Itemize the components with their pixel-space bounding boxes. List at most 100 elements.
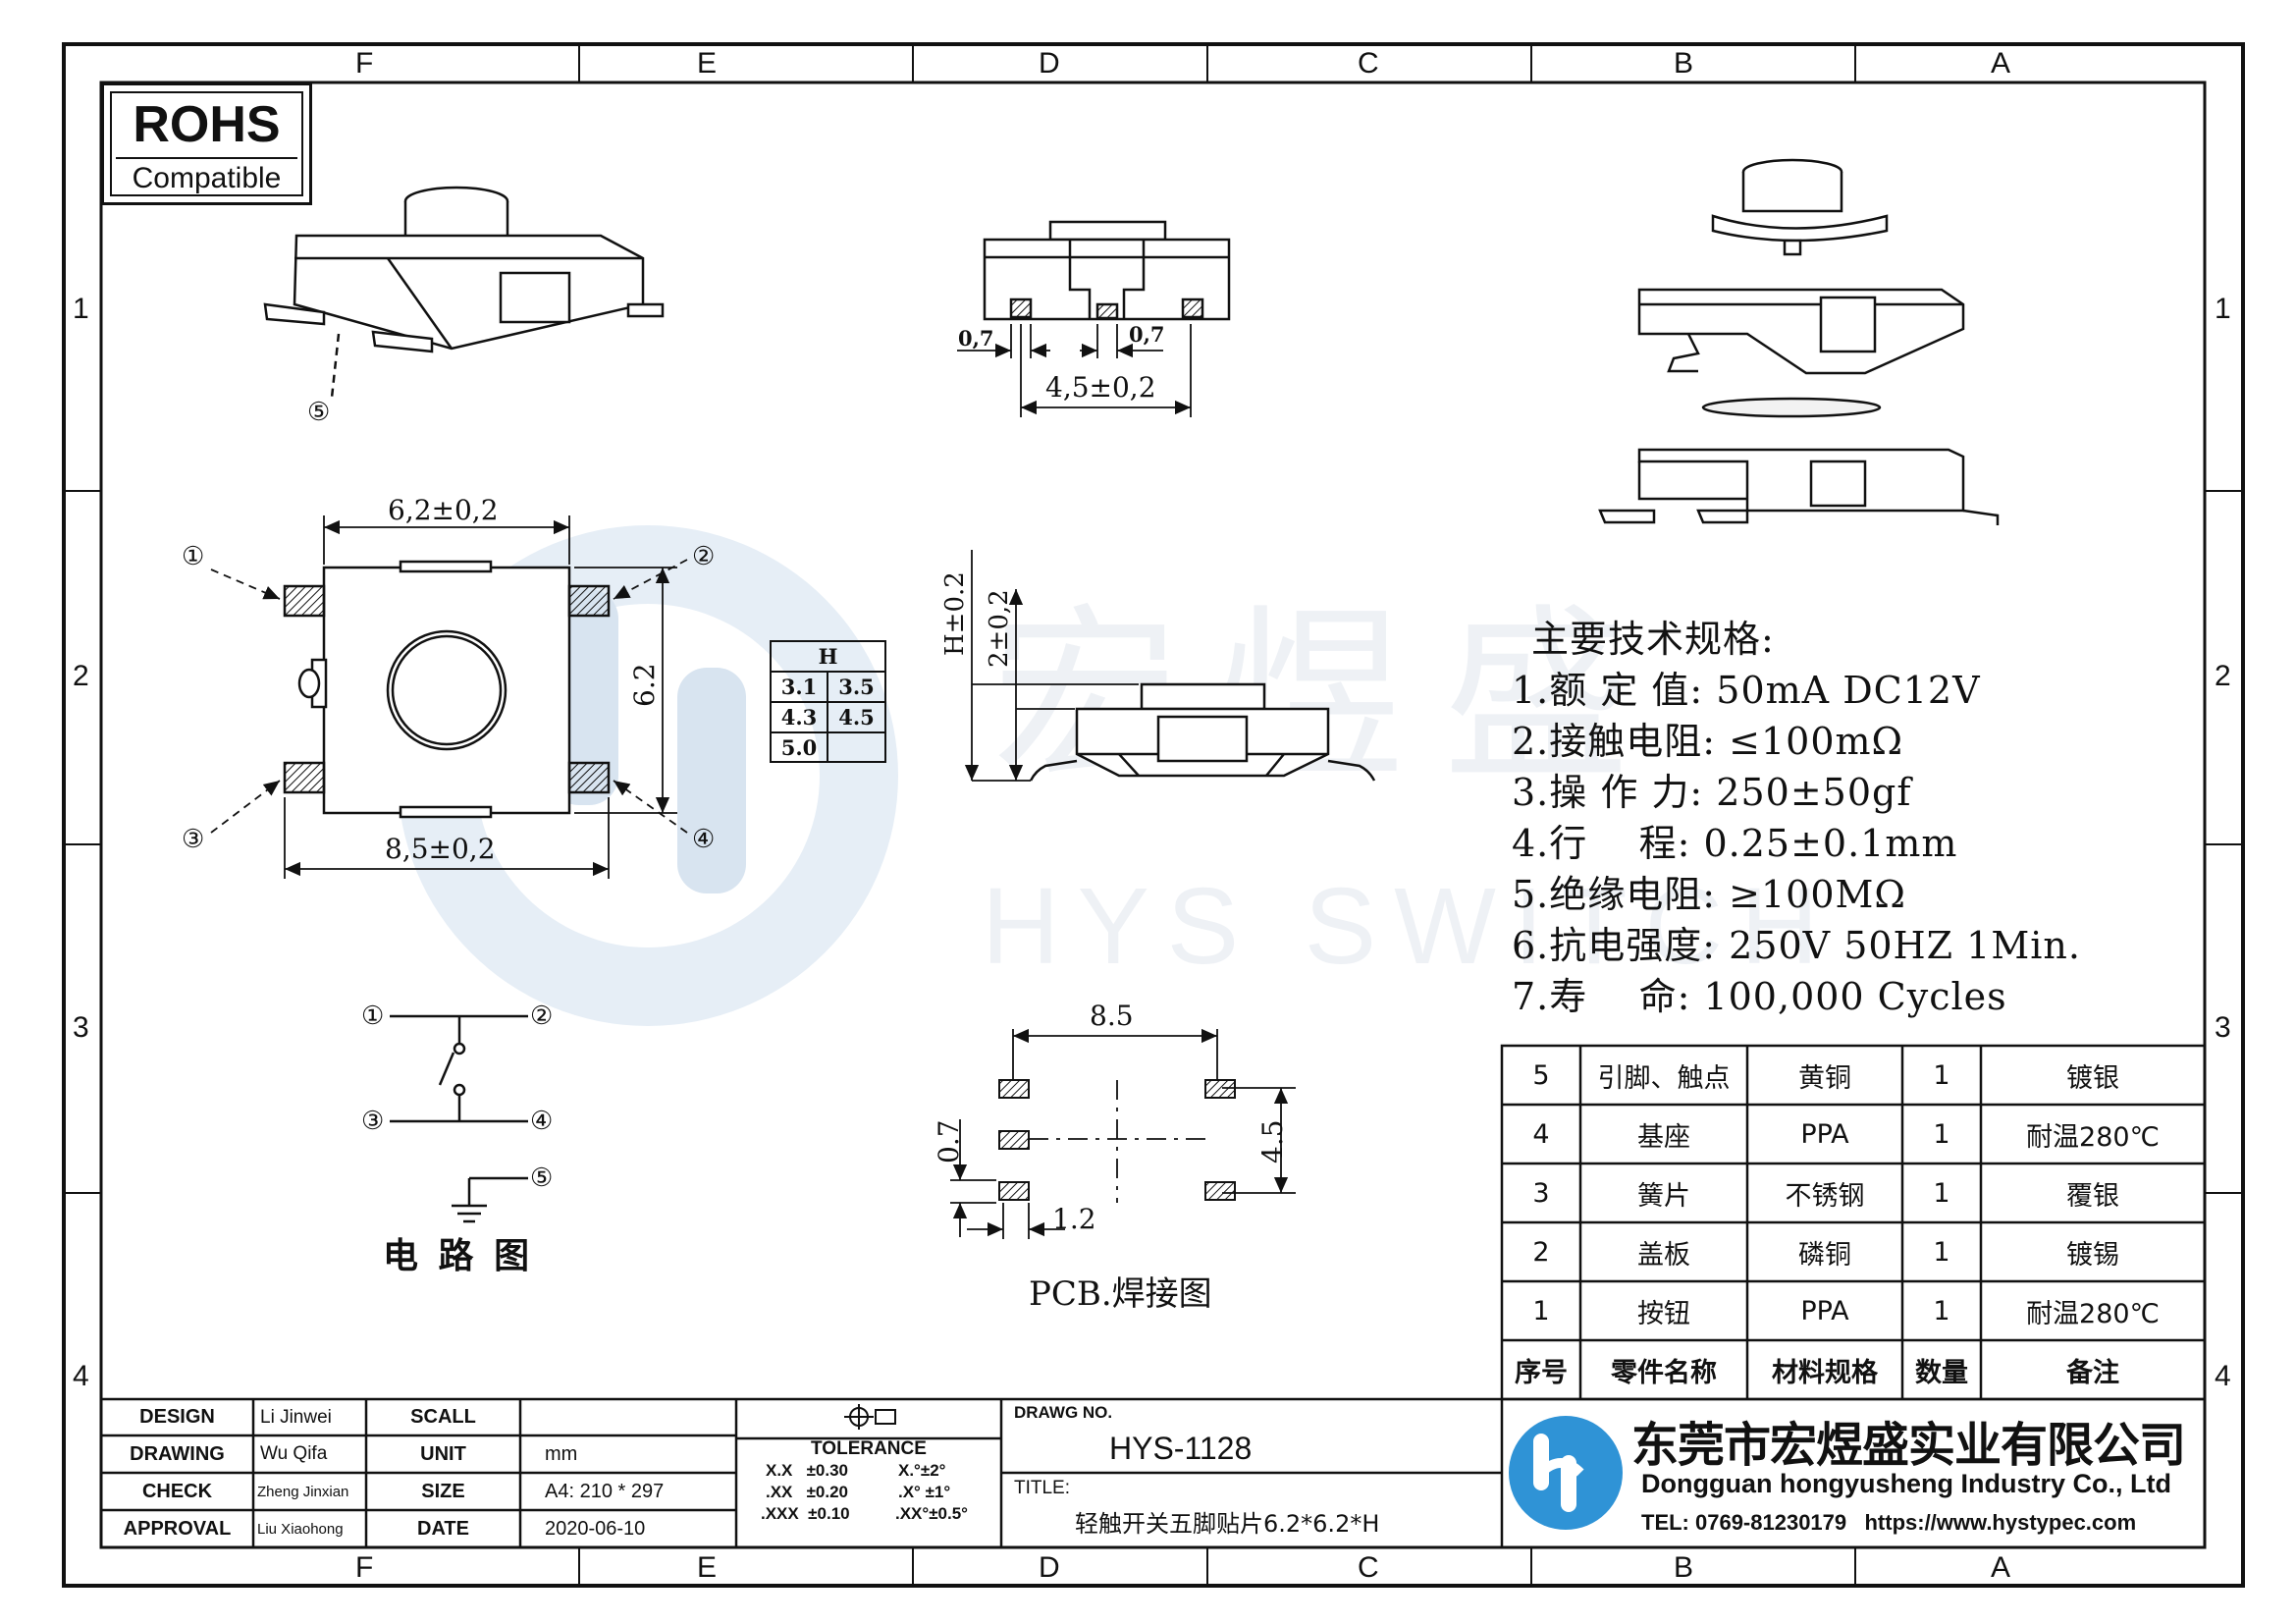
top-dim-width: 6,2±0,2 xyxy=(388,494,499,526)
pcb-dim-span: 8.5 xyxy=(1090,1000,1134,1032)
tb-role: APPROVAL xyxy=(123,1517,232,1540)
tb-name: Wu Qifa xyxy=(260,1443,328,1464)
zone-left-3: 3 xyxy=(73,1011,89,1044)
bom-cell-note: 镀锡 xyxy=(2066,1239,2119,1271)
bom-cell-material: 不锈钢 xyxy=(1785,1180,1865,1212)
exploded-view xyxy=(1598,158,2000,525)
top-pin-3: ③ xyxy=(182,825,205,854)
pcb-dim-pitch: 0.7 xyxy=(933,1119,965,1164)
spec-line: 5.绝缘电阻: ≥100MΩ xyxy=(1512,873,1906,916)
bom-cell-note: 耐温280℃ xyxy=(2026,1121,2160,1153)
circuit-pin-5: ⑤ xyxy=(530,1164,554,1193)
spec-line: 3.操 作 力: 250±50gf xyxy=(1512,771,1912,814)
front-dim-span: 4,5±0,2 xyxy=(1045,371,1156,404)
tolerance-label: TOLERANCE xyxy=(811,1438,927,1459)
bom-cell-material: 磷铜 xyxy=(1798,1239,1851,1271)
zone-top-c: C xyxy=(1358,47,1379,80)
bom-cell-no: 3 xyxy=(1532,1177,1550,1209)
bom-header-note: 备注 xyxy=(2066,1357,2119,1388)
zone-bottom-e: E xyxy=(697,1551,718,1584)
tolerance-right: .XX°±0.5° xyxy=(895,1504,968,1523)
zone-left-4: 4 xyxy=(73,1360,89,1392)
zone-bottom-a: A xyxy=(1991,1551,2011,1584)
bom-cell-no: 1 xyxy=(1532,1295,1550,1326)
bom-cell-qty: 1 xyxy=(1933,1118,1950,1150)
bom-cell-note: 耐温280℃ xyxy=(2026,1298,2160,1329)
spec-line: 4.行 程: 0.25±0.1mm xyxy=(1512,822,1958,865)
drawing-title: 轻触开关五脚贴片6.2*6.2*H xyxy=(1075,1509,1380,1538)
zone-top-f: F xyxy=(355,47,374,80)
circuit-pin-4: ④ xyxy=(530,1107,554,1136)
spec-line: 2.接触电阻: ≤100mΩ xyxy=(1512,720,1904,763)
pcb-dim-pad: 1.2 xyxy=(1052,1203,1096,1235)
bom-cell-qty: 1 xyxy=(1933,1059,1950,1091)
h-table-cell: 4.5 xyxy=(838,705,875,730)
circuit-diagram xyxy=(390,1014,528,1223)
h-table-cell: 3.5 xyxy=(838,675,875,699)
top-pin-1: ① xyxy=(182,542,205,571)
bom-header-name: 零件名称 xyxy=(1611,1357,1717,1388)
tb-name: Liu Xiaohong xyxy=(257,1520,344,1538)
tolerance-left: .XXX ±0.10 xyxy=(761,1504,850,1523)
zone-bottom-f: F xyxy=(355,1551,374,1584)
bom-cell-material: PPA xyxy=(1800,1295,1849,1326)
zone-right-4: 4 xyxy=(2215,1360,2231,1392)
bom-cell-name: 按钮 xyxy=(1637,1298,1690,1329)
title-block-grid xyxy=(99,1397,2207,1549)
tb-value: mm xyxy=(545,1442,578,1465)
top-pin-4: ④ xyxy=(692,825,716,854)
company-contact: TEL: 0769-81230179 https://www.hystypec.… xyxy=(1641,1510,2137,1535)
title-label: TITLE: xyxy=(1014,1478,1071,1498)
tb-key: SCALL xyxy=(410,1406,476,1428)
watermark-en: HYS SWITCH xyxy=(982,866,1837,987)
bom-cell-name: 簧片 xyxy=(1637,1180,1690,1212)
bom-cell-name: 引脚、触点 xyxy=(1597,1062,1731,1094)
h-table-cell: 4.3 xyxy=(780,705,818,730)
circuit-pin-1: ① xyxy=(361,1001,385,1031)
front-dim-pin-right: 0,7 xyxy=(1129,322,1165,347)
bom-cell-note: 镀银 xyxy=(2066,1062,2119,1094)
side-dim-body: 2±0,2 xyxy=(985,589,1014,668)
zone-top-a: A xyxy=(1991,47,2011,80)
bom-cell-material: 黄铜 xyxy=(1798,1062,1851,1094)
top-dim-lead: 8,5±0,2 xyxy=(385,833,496,865)
watermark-cn: 宏煜盛 xyxy=(991,588,1670,805)
company-logo-icon xyxy=(1509,1416,1623,1530)
tb-value: 2020-06-10 xyxy=(545,1517,646,1540)
tb-key: SIZE xyxy=(421,1480,465,1502)
pcb-layout xyxy=(950,1028,1296,1239)
top-view xyxy=(283,560,611,819)
top-pin-2: ② xyxy=(692,542,716,571)
pcb-pads xyxy=(998,1079,1236,1201)
iso-view xyxy=(263,186,665,399)
drawing-no-label: DRAWG NO. xyxy=(1014,1403,1113,1422)
bom-cell-no: 5 xyxy=(1532,1059,1550,1091)
circuit-pin-3: ③ xyxy=(361,1107,385,1136)
spec-line: 7.寿 命: 100,000 Cycles xyxy=(1512,975,2007,1018)
zone-top-b: B xyxy=(1674,47,1694,80)
tb-name: Li Jinwei xyxy=(260,1406,332,1428)
tolerance-right: .X° ±1° xyxy=(898,1483,951,1501)
tb-role: DESIGN xyxy=(139,1406,215,1428)
specs-heading: 主要技术规格: xyxy=(1531,618,1775,661)
tolerance-right: X.°±2° xyxy=(898,1461,946,1480)
rohs-title: ROHS xyxy=(133,96,281,153)
drawing-no: HYS-1128 xyxy=(1109,1430,1253,1466)
front-dim-pin-left: 0,7 xyxy=(958,326,994,351)
rohs-badge: ROHS Compatible xyxy=(101,82,312,205)
bom-grid xyxy=(1500,1044,2207,1401)
bom-cell-no: 4 xyxy=(1532,1118,1550,1150)
bom-cell-qty: 1 xyxy=(1933,1295,1950,1326)
top-dim-height: 6.2 xyxy=(628,663,661,707)
bom-header-qty: 数量 xyxy=(1915,1357,1968,1388)
bom-cell-qty: 1 xyxy=(1933,1177,1950,1209)
h-table-header: H xyxy=(818,644,838,669)
zone-bottom-b: B xyxy=(1674,1551,1694,1584)
zone-right-3: 3 xyxy=(2215,1011,2231,1044)
tb-key: UNIT xyxy=(420,1442,466,1465)
tolerance-left: X.X ±0.30 xyxy=(766,1461,848,1480)
h-table-cell: 5.0 xyxy=(780,734,818,760)
company-name-en: Dongguan hongyusheng Industry Co., Ltd xyxy=(1641,1469,2171,1498)
zone-right-2: 2 xyxy=(2215,660,2231,692)
